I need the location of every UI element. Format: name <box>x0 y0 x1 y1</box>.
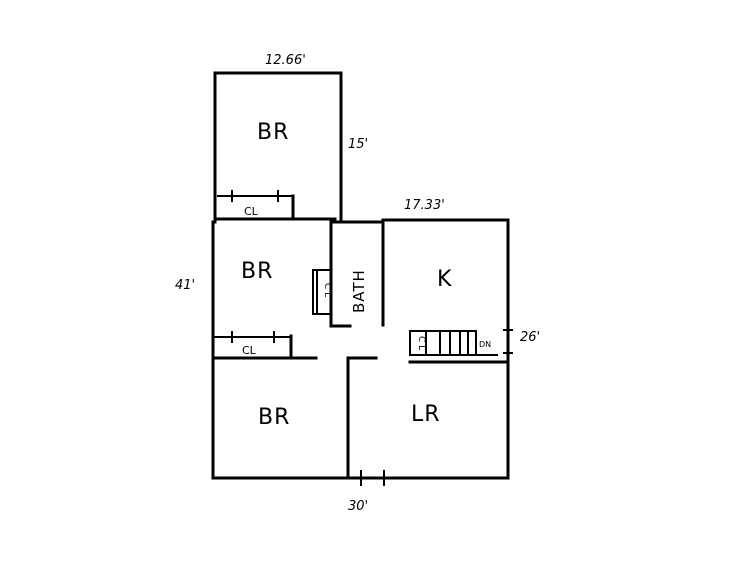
room-label-bedroom-1: BR <box>257 120 289 145</box>
dimension-markers <box>360 329 513 486</box>
dim-upper-right: 15' <box>348 137 368 152</box>
dim-left: 41' <box>175 278 195 293</box>
closet-label-stair: C L <box>416 336 426 350</box>
closet-label-bath: C L <box>322 283 332 297</box>
closet-label-1: CL <box>244 205 259 218</box>
closet-label-2: CL <box>242 344 257 357</box>
room-label-bath: BATH <box>350 269 368 313</box>
stairs-down-label: DN <box>479 340 491 349</box>
room-label-bedroom-3: BR <box>258 405 290 430</box>
dim-top: 12.66' <box>265 53 306 68</box>
interior-walls <box>211 190 510 480</box>
room-label-kitchen: K <box>437 267 452 292</box>
dim-kitchen-top: 17.33' <box>404 198 445 213</box>
dim-right: 26' <box>520 330 540 345</box>
room-label-living-room: LR <box>411 402 441 427</box>
dim-bottom: 30' <box>348 499 368 514</box>
room-label-bedroom-2: BR <box>241 259 273 284</box>
